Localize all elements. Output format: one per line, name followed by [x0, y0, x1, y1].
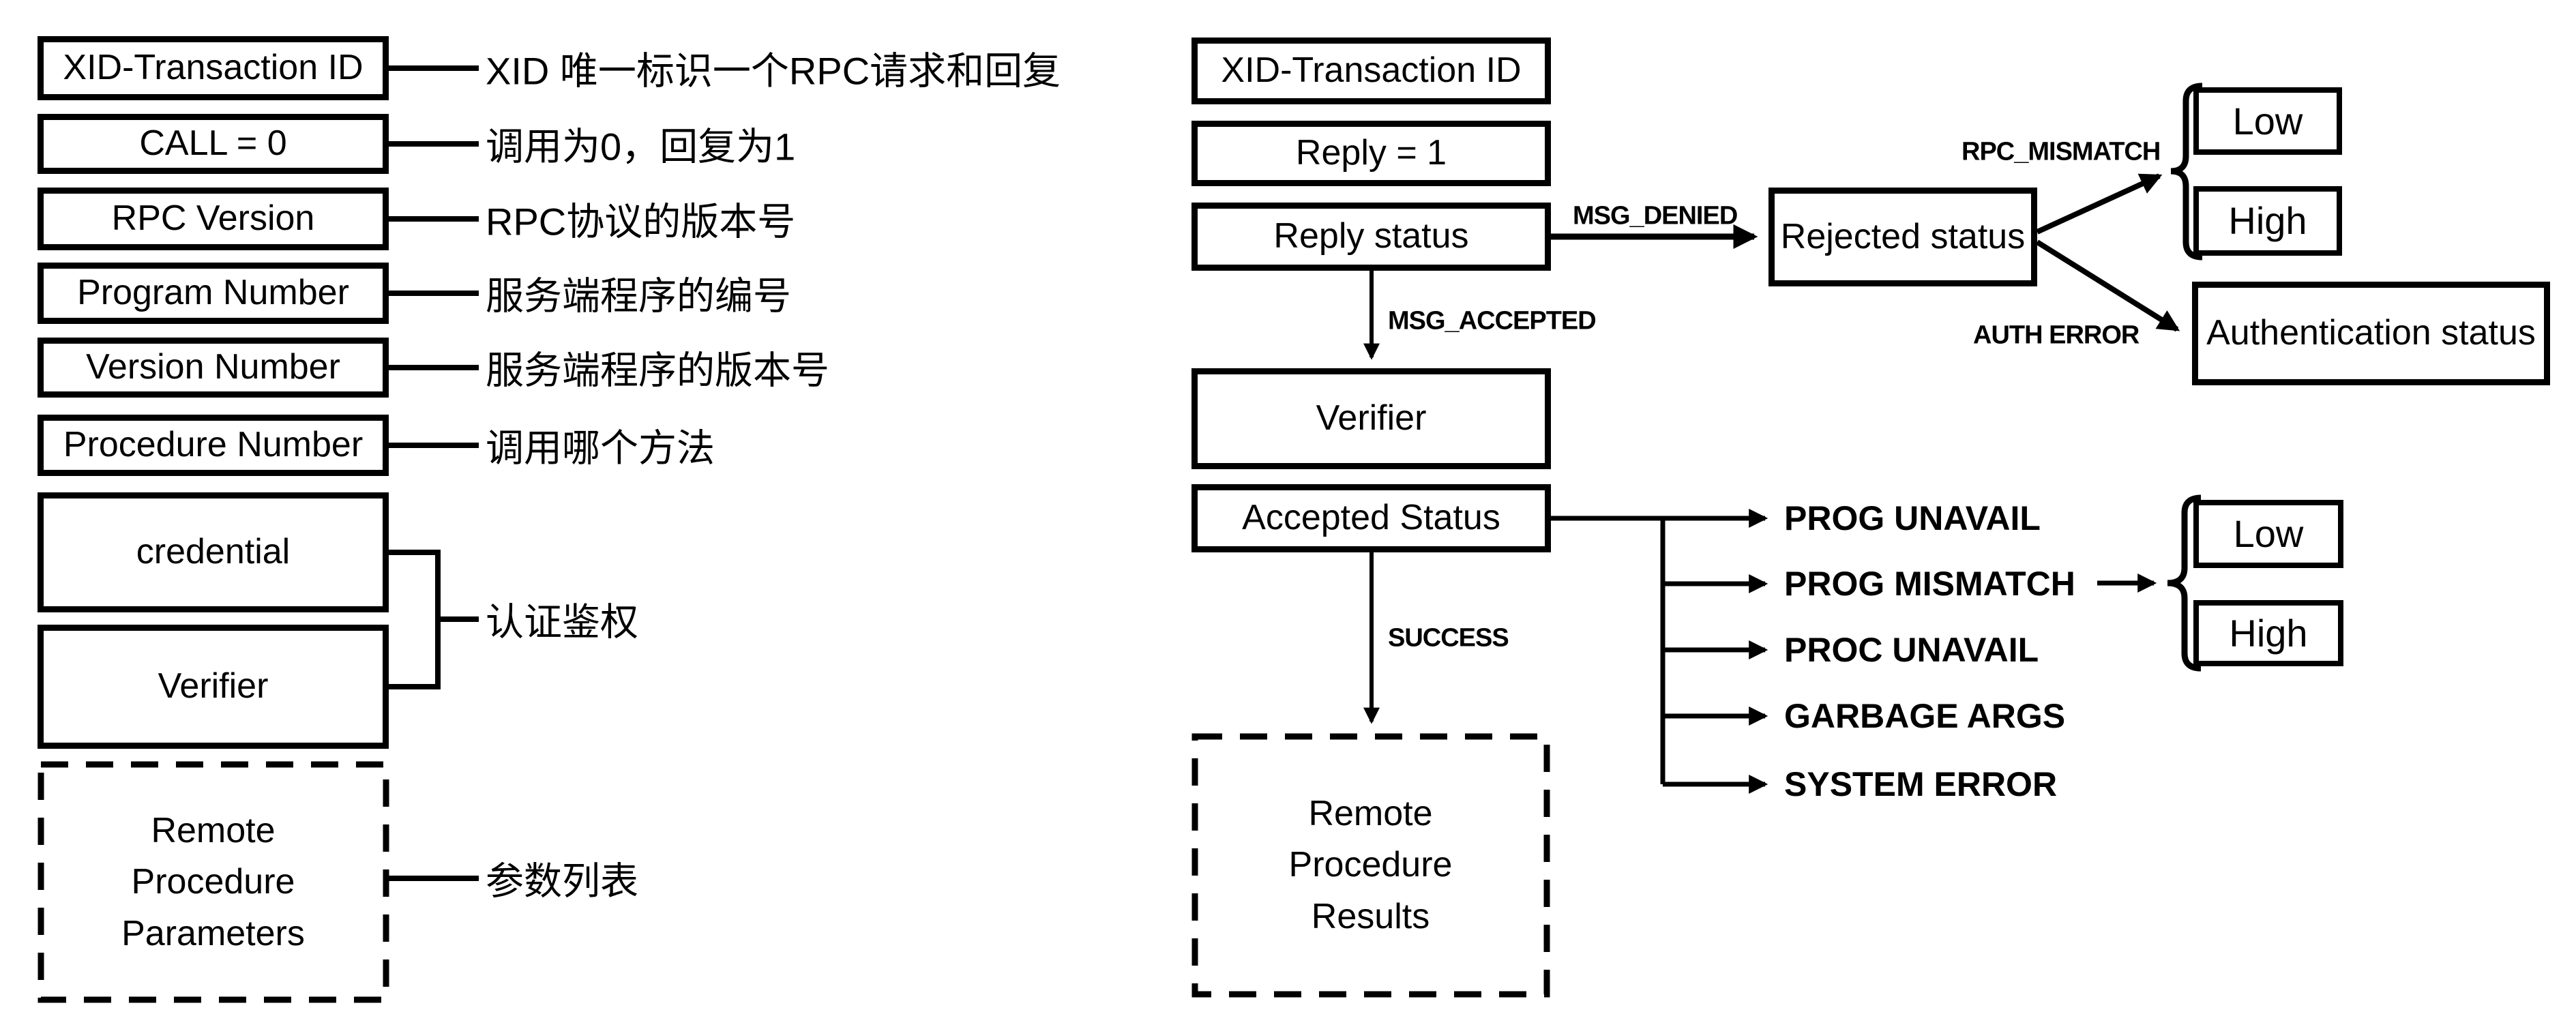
call-field-note-call0: 调用为0，回复为1 [486, 125, 796, 168]
reply-verifier-box: Verifier [1191, 368, 1551, 469]
mismatch-low-box: Low [2193, 500, 2343, 568]
call-auth-note: 认证鉴权 [486, 600, 638, 644]
reply-results-label: Remote Procedure Results [1288, 793, 1453, 936]
rejected-status-box: Rejected status [1768, 188, 2037, 286]
call-field-box-program-number: Program Number [38, 263, 389, 324]
success-label: SUCCESS [1388, 623, 1509, 653]
call-annotation-lines [386, 65, 479, 881]
call-credential-box: credential [38, 492, 389, 612]
mismatch-low-high-brace [2167, 494, 2202, 672]
reply-results-box: Remote Procedure Results [1191, 733, 1550, 998]
call-field-note-program-number: 服务端程序的编号 [486, 274, 791, 318]
accepted-error-label-proc-unavail: PROC UNAVAIL [1784, 631, 2039, 669]
accepted-status-box: Accepted Status [1191, 484, 1551, 552]
auth-error-arrow [2035, 239, 2180, 332]
call-parameters-box: Remote Procedure Parameters [38, 762, 389, 1003]
call-field-box-xid: XID-Transaction ID [38, 36, 389, 100]
call-parameters-border [38, 761, 389, 1003]
rpc-mismatch-label: RPC_MISMATCH [1961, 137, 2161, 166]
rejected-high-box: High [2193, 186, 2342, 256]
call-field-box-procedure-number: Procedure Number [38, 415, 389, 476]
call-field-box-rpc-version: RPC Version [38, 188, 389, 250]
reply-results-border [1191, 733, 1550, 998]
authentication-status-box: Authentication status [2192, 282, 2550, 385]
reply-flag-box: Reply = 1 [1191, 121, 1551, 186]
call-field-note-procedure-number: 调用哪个方法 [486, 426, 715, 470]
mismatch-high-box: High [2193, 600, 2343, 666]
call-field-box-version-number: Version Number [38, 338, 389, 398]
call-field-note-rpc-version: RPC协议的版本号 [486, 200, 796, 243]
rejected-low-box: Low [2193, 87, 2342, 155]
accepted-error-label-garbage-args: GARBAGE ARGS [1784, 697, 2066, 735]
auth-bracket [386, 550, 479, 689]
call-field-note-version-number: 服务端程序的版本号 [486, 348, 829, 392]
accepted-error-label-prog-unavail: PROG UNAVAIL [1784, 499, 2041, 537]
accepted-error-label-system-error: SYSTEM ERROR [1784, 765, 2058, 803]
call-parameters-note: 参数列表 [486, 859, 638, 903]
accepted-error-label-prog-mismatch: PROG MISMATCH [1784, 565, 2075, 603]
call-field-box-call0: CALL = 0 [38, 114, 389, 174]
msg-denied-label: MSG_DENIED [1573, 201, 1738, 230]
reply-xid-box: XID-Transaction ID [1191, 38, 1551, 104]
call-field-note-xid: XID 唯一标识一个RPC请求和回复 [486, 49, 1061, 93]
call-verifier-box: Verifier [38, 625, 389, 749]
call-parameters-label: Remote Procedure Parameters [121, 810, 305, 953]
msg-accepted-label: MSG_ACCEPTED [1388, 306, 1597, 336]
rpc-mismatch-arrow [2036, 173, 2163, 235]
rejected-low-high-brace [2170, 83, 2203, 261]
auth-error-label: AUTH ERROR [1973, 321, 2140, 350]
accepted-branch-tree [1551, 509, 1768, 794]
reply-status-box: Reply status [1191, 203, 1551, 271]
